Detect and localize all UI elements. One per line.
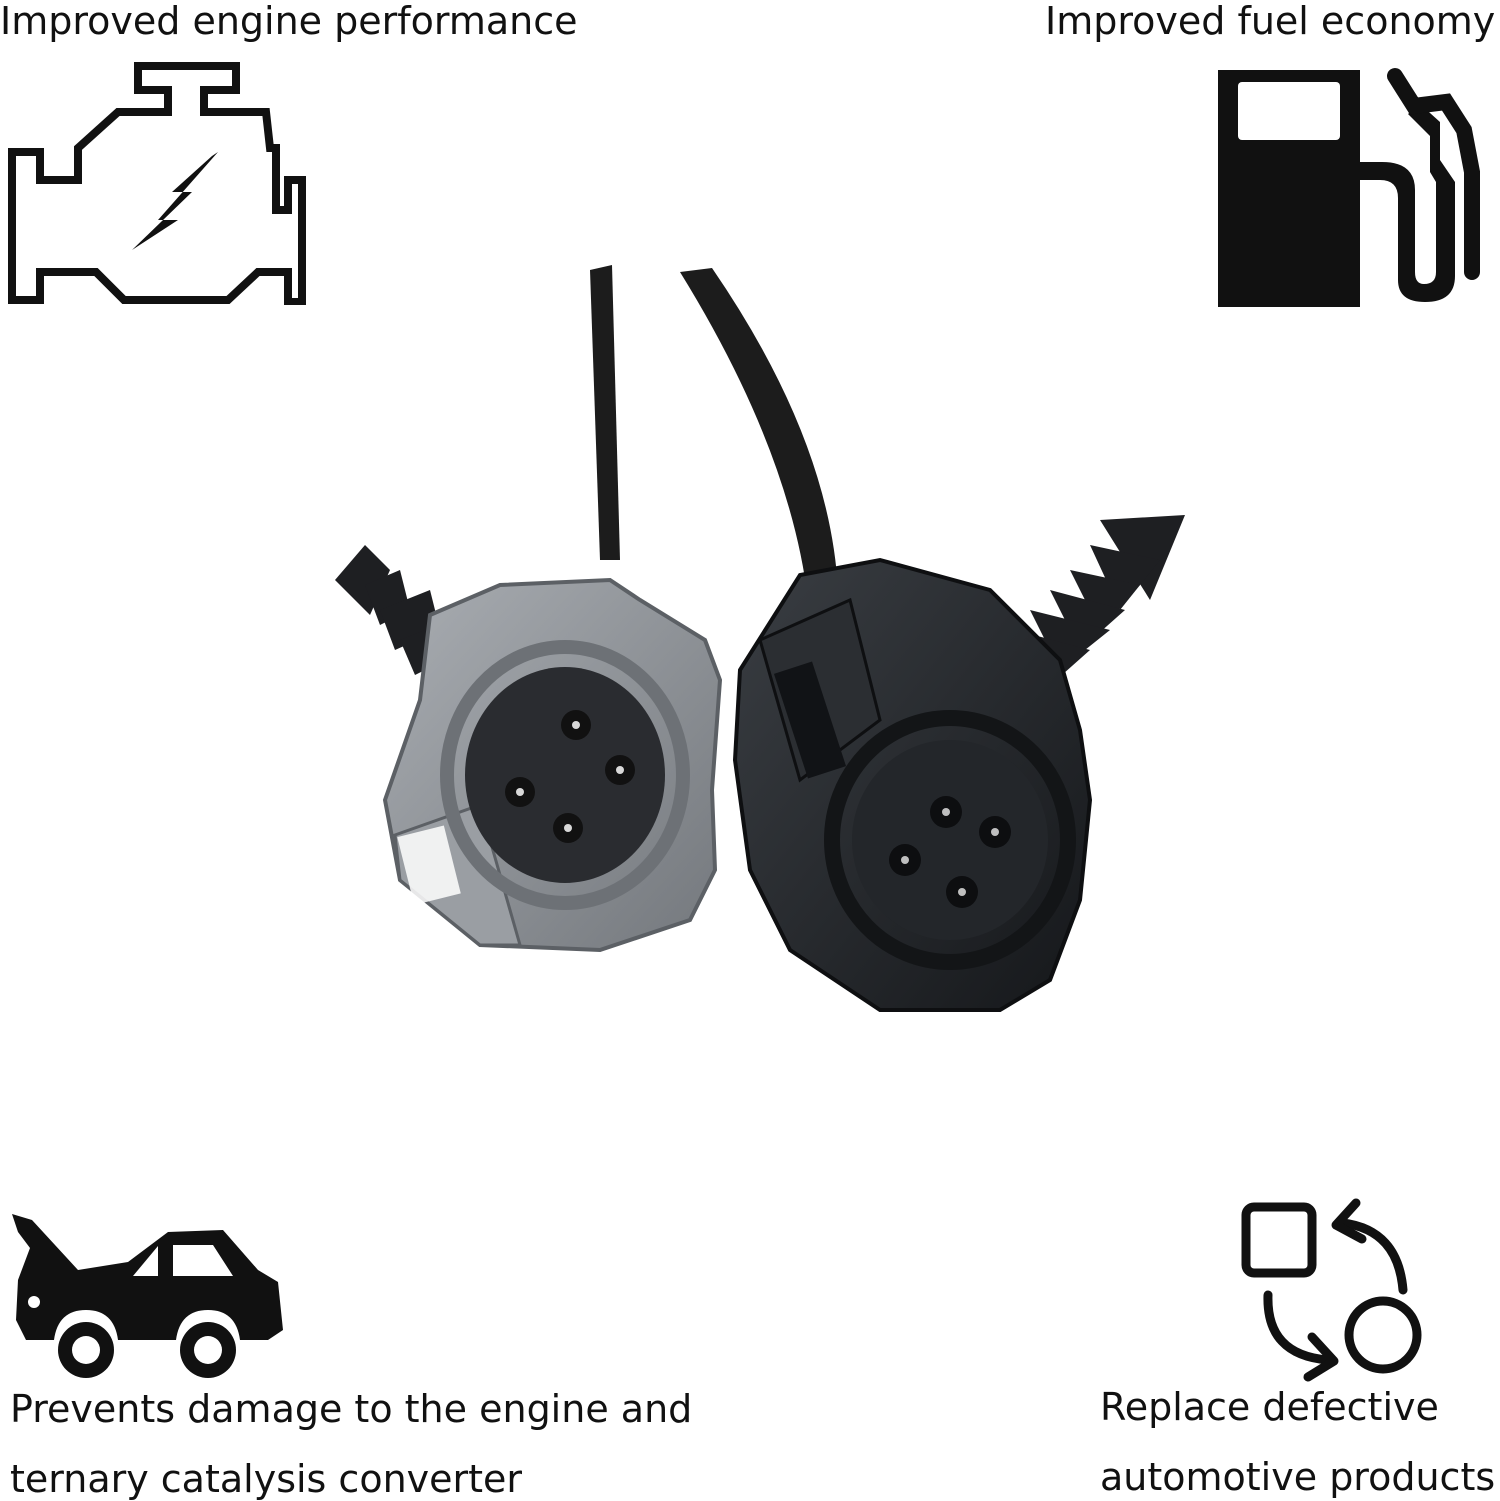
black-push-pin (1015, 515, 1185, 690)
replace-defective-line2: automotive products (1100, 1455, 1496, 1499)
prevents-damage-line2: ternary catalysis converter (10, 1457, 523, 1501)
car-hood-open-icon (12, 1214, 283, 1378)
replace-defective-line1: Replace defective (1100, 1385, 1439, 1429)
black-connector-face (852, 740, 1048, 940)
prevents-damage-line1: Prevents damage to the engine and (10, 1387, 693, 1431)
grey-connector-face (465, 667, 665, 883)
fuel-pump-icon (1218, 68, 1480, 307)
grey-connector-pins (505, 710, 635, 843)
black-connector-wire (680, 268, 838, 600)
black-connector-housing (732, 557, 1093, 1012)
grey-push-pin (335, 545, 478, 700)
grey-connector-housing (382, 577, 723, 953)
fuel-economy-label: Improved fuel economy (1045, 0, 1496, 43)
engine-performance-label: Improved engine performance (0, 0, 578, 43)
black-connector-pins (889, 796, 1011, 908)
engine-check-icon (8, 62, 306, 305)
grey-connector-wire (590, 265, 620, 560)
replace-cycle-icon (1241, 1198, 1422, 1382)
